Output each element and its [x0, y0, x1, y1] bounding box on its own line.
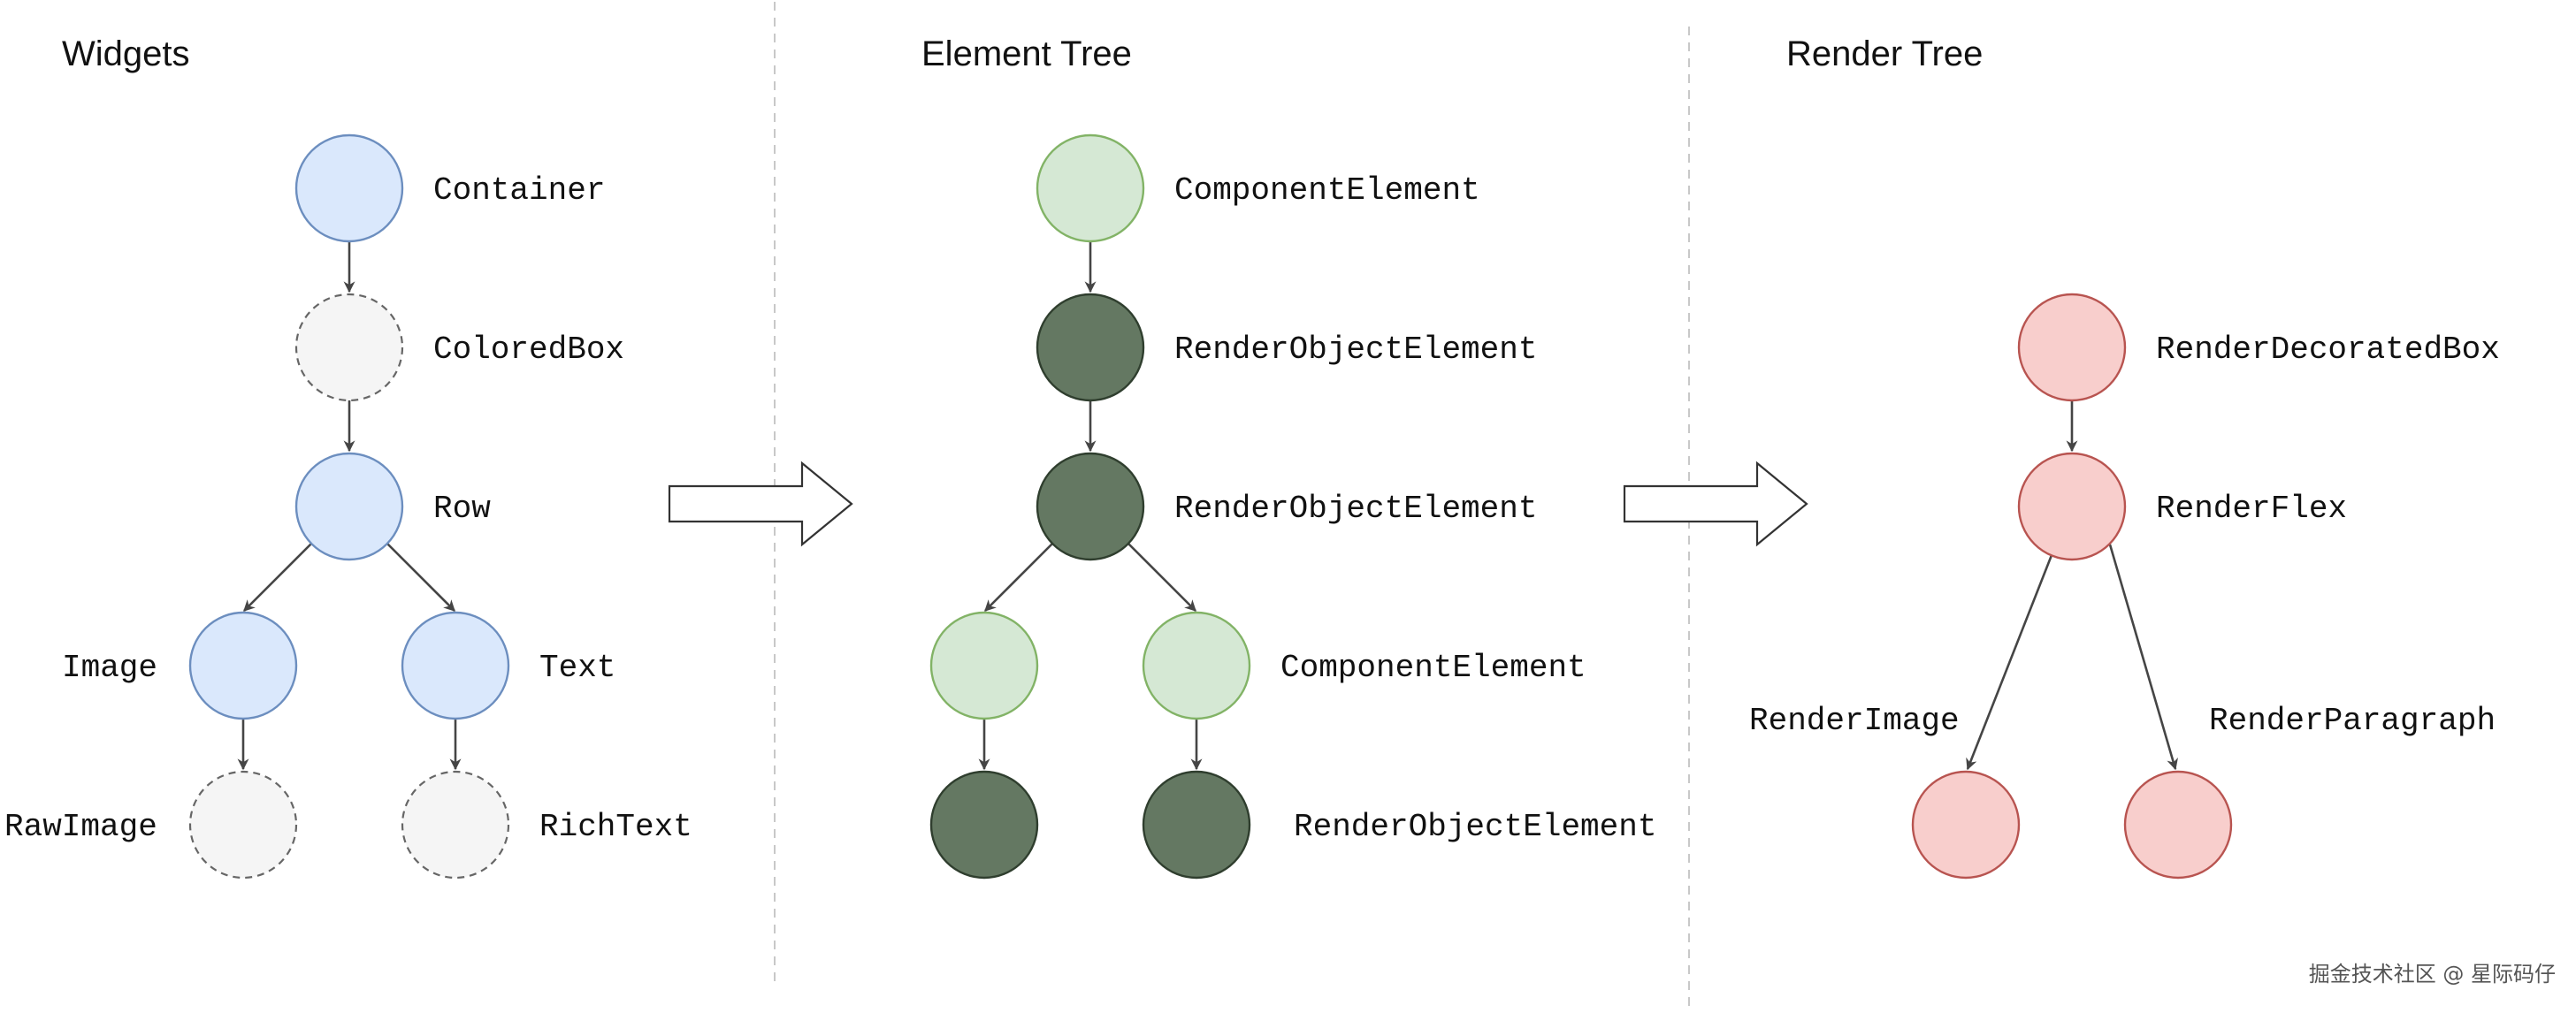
watermark: 掘金技术社区 @ 星际码仔 — [2309, 962, 2556, 986]
node-label: RenderFlex — [2156, 491, 2347, 527]
row-node — [294, 452, 404, 561]
render-image-node — [1911, 770, 2021, 880]
node-label: ColoredBox — [433, 331, 624, 368]
edge-arrow — [386, 542, 455, 612]
image-node — [188, 611, 298, 720]
node-label: RenderImage — [1749, 703, 1960, 739]
component-element-node — [929, 611, 1039, 720]
element-tree: ComponentElement RenderObjectElement Ren… — [929, 133, 1656, 880]
text-node — [401, 611, 510, 720]
render-tree-title: Render Tree — [1786, 34, 1983, 73]
edge-arrow — [984, 542, 1054, 612]
node-label: Row — [433, 491, 491, 527]
render-paragraph-node — [2123, 770, 2233, 880]
render-object-element-node — [1036, 293, 1145, 402]
component-element-node — [1142, 611, 1251, 720]
component-element-node — [1036, 133, 1145, 243]
widgets-tree: Container ColoredBox Row Image Text RawI… — [4, 133, 692, 880]
node-label: RenderObjectElement — [1174, 491, 1537, 527]
node-label: RenderDecoratedBox — [2156, 331, 2500, 368]
edge-arrow — [2108, 544, 2178, 771]
node-label: RenderObjectElement — [1294, 809, 1656, 845]
node-label: RawImage — [4, 809, 157, 845]
node-label: ComponentElement — [1280, 650, 1586, 686]
node-label: RichText — [539, 809, 692, 845]
widgets-title: Widgets — [62, 34, 190, 73]
raw-image-node — [188, 770, 298, 880]
edge-arrow — [243, 542, 313, 612]
element-tree-title: Element Tree — [921, 34, 1132, 73]
render-object-element-node — [1036, 452, 1145, 561]
edge-arrow — [1127, 542, 1196, 612]
render-object-element-node — [929, 770, 1039, 880]
transform-arrow-icon — [668, 461, 853, 547]
node-label: Image — [62, 650, 157, 686]
edge-arrow — [1966, 554, 2053, 771]
render-object-element-node — [1142, 770, 1251, 880]
colored-box-node — [294, 293, 404, 402]
transform-arrow-icon — [1623, 461, 1808, 547]
node-label: Container — [433, 172, 605, 209]
render-decorated-box-node — [2017, 293, 2127, 402]
container-node — [294, 133, 404, 243]
node-label: RenderParagraph — [2209, 703, 2496, 739]
rich-text-node — [401, 770, 510, 880]
node-label: Text — [539, 650, 615, 686]
node-label: RenderObjectElement — [1174, 331, 1537, 368]
render-tree: RenderDecoratedBox RenderFlex RenderImag… — [1749, 293, 2500, 880]
node-label: ComponentElement — [1174, 172, 1480, 209]
render-flex-node — [2017, 452, 2127, 561]
